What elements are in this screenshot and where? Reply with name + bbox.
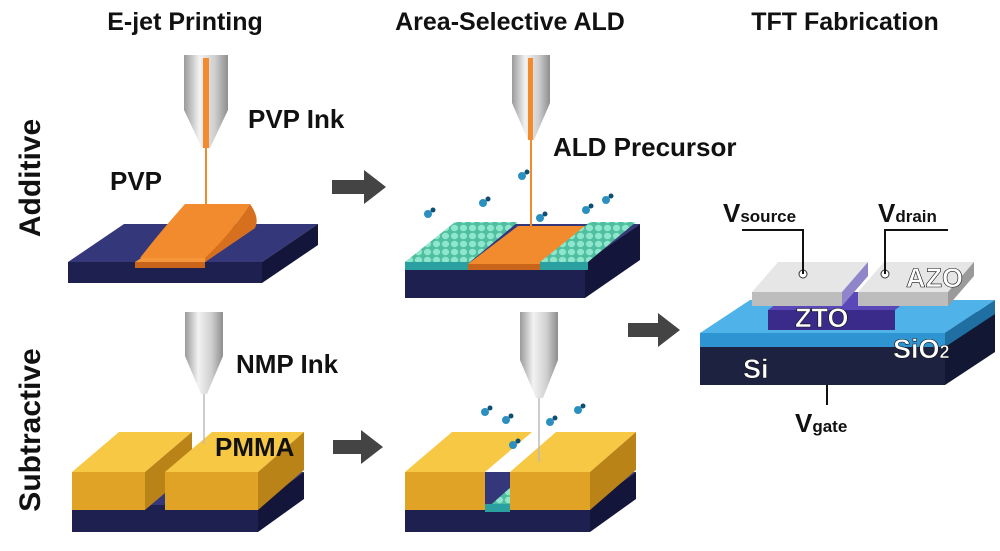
label-v-source: Vsource — [723, 198, 796, 228]
label-sio2: SiO2 — [893, 334, 950, 364]
panel-additive-ald: ALD Precursor — [405, 55, 737, 298]
pvp-line — [468, 226, 590, 270]
pmma-block-right — [165, 432, 304, 510]
row-label-additive: Additive — [14, 119, 47, 237]
label-zto: ZTO — [795, 303, 849, 333]
pvp-line — [135, 204, 257, 268]
arrow-to-tft — [628, 313, 680, 347]
label-v-drain: Vdrain — [878, 198, 937, 228]
header-area-selective-ald: Area-Selective ALD — [395, 8, 625, 36]
header-tft-fabrication: TFT Fabrication — [751, 8, 939, 36]
label-nmp-ink: NMP Ink — [236, 349, 339, 379]
label-pvp-ink: PVP Ink — [248, 104, 345, 134]
label-pmma: PMMA — [215, 432, 295, 462]
precursor-molecules — [481, 403, 586, 449]
precursor-molecules — [424, 169, 614, 222]
label-v-gate: Vgate — [795, 408, 847, 438]
header-ejet-printing: E-jet Printing — [107, 8, 263, 36]
nozzle — [520, 312, 558, 462]
row-label-subtractive: Subtractive — [14, 348, 47, 511]
pmma-block-right — [510, 432, 636, 510]
electrode-leads — [742, 229, 948, 405]
ald-film-right — [540, 222, 636, 270]
panel-subtractive-ejet: NMP Ink PMMA — [72, 312, 339, 532]
panel-tft: Vsource Vdrain AZO ZTO SiO2 Si Vgate — [700, 198, 995, 438]
label-azo: AZO — [906, 263, 963, 293]
label-ald-precursor: ALD Precursor — [553, 132, 737, 162]
pmma-block-left — [405, 432, 532, 510]
arrow-subtractive-step — [333, 430, 383, 464]
ald-film-left — [405, 222, 518, 270]
panel-additive-ejet: PVP Ink PVP — [68, 55, 345, 283]
panel-subtractive-ald — [405, 312, 636, 532]
pmma-block-left — [72, 432, 192, 510]
azo-source-electrode — [752, 262, 868, 306]
nozzle — [512, 55, 550, 226]
label-pvp: PVP — [110, 166, 162, 196]
nozzle — [185, 312, 223, 444]
nozzle — [184, 55, 228, 205]
arrow-additive-step — [332, 170, 386, 204]
label-si: Si — [743, 354, 769, 384]
